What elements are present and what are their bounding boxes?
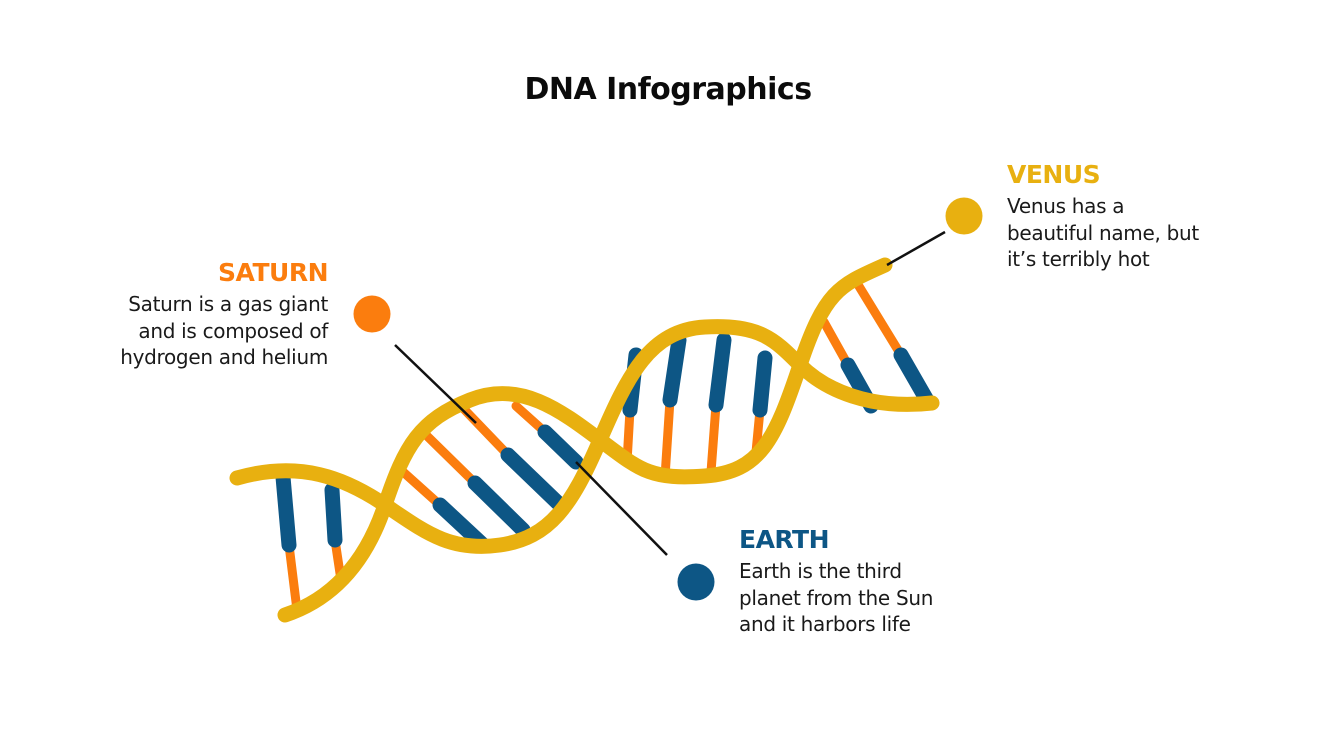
leader-lines <box>394 230 946 556</box>
base-pair-blue <box>662 332 687 408</box>
dna-strands <box>229 257 940 623</box>
base-pair-blue <box>752 350 773 418</box>
base-pair-blue <box>432 497 491 553</box>
base-pair-blue <box>893 347 936 410</box>
saturn-description-line-1: Saturn is a gas giant <box>128 292 328 316</box>
base-pair-orange <box>660 395 675 482</box>
base-pair-orange <box>396 465 445 510</box>
earth-callout: EARTH Earth is the third planet from the… <box>739 525 933 638</box>
venus-leader-line <box>886 230 946 267</box>
base-pair-blue <box>537 424 584 470</box>
earth-description-line-1: Earth is the third <box>739 559 902 583</box>
base-pair-blue <box>275 469 297 553</box>
saturn-callout: SATURN Saturn is a gas giant and is comp… <box>120 258 328 371</box>
base-pair-blue <box>500 447 568 513</box>
earth-description-line-2: planet from the Sun <box>739 585 934 610</box>
page-title: DNA Infographics <box>524 72 812 107</box>
saturn-description-line-2: and is composed of <box>138 318 328 343</box>
earth-marker-dot <box>677 563 715 601</box>
venus-description-line-1: Venus has a <box>1007 194 1125 218</box>
saturn-leader-line <box>394 344 477 424</box>
venus-heading: VENUS <box>1007 160 1101 189</box>
venus-description-line-2: beautiful name, but <box>1007 220 1199 245</box>
earth-leader-line <box>575 461 668 556</box>
saturn-heading: SATURN <box>218 258 328 287</box>
earth-description-line-3: and it harbors life <box>739 612 911 636</box>
base-pair-blue <box>324 482 343 548</box>
base-pair-blue <box>467 475 531 538</box>
base-pair-orange <box>456 401 513 460</box>
strand-b <box>277 257 893 623</box>
saturn-description-line-3: hydrogen and helium <box>120 345 328 369</box>
base-pair-orange <box>852 278 906 360</box>
earth-heading: EARTH <box>739 525 830 554</box>
venus-marker-dot <box>945 197 983 235</box>
base-pairs <box>275 278 936 615</box>
base-pair-orange <box>706 400 721 477</box>
saturn-marker-dot <box>353 295 391 333</box>
base-pair-orange <box>284 540 302 615</box>
venus-callout: VENUS Venus has a beautiful name, but it… <box>1007 160 1199 273</box>
base-pair-orange <box>819 317 853 370</box>
base-pair-orange <box>419 428 480 488</box>
base-pair-blue <box>708 332 732 413</box>
venus-description-line-3: it’s terribly hot <box>1007 247 1150 271</box>
